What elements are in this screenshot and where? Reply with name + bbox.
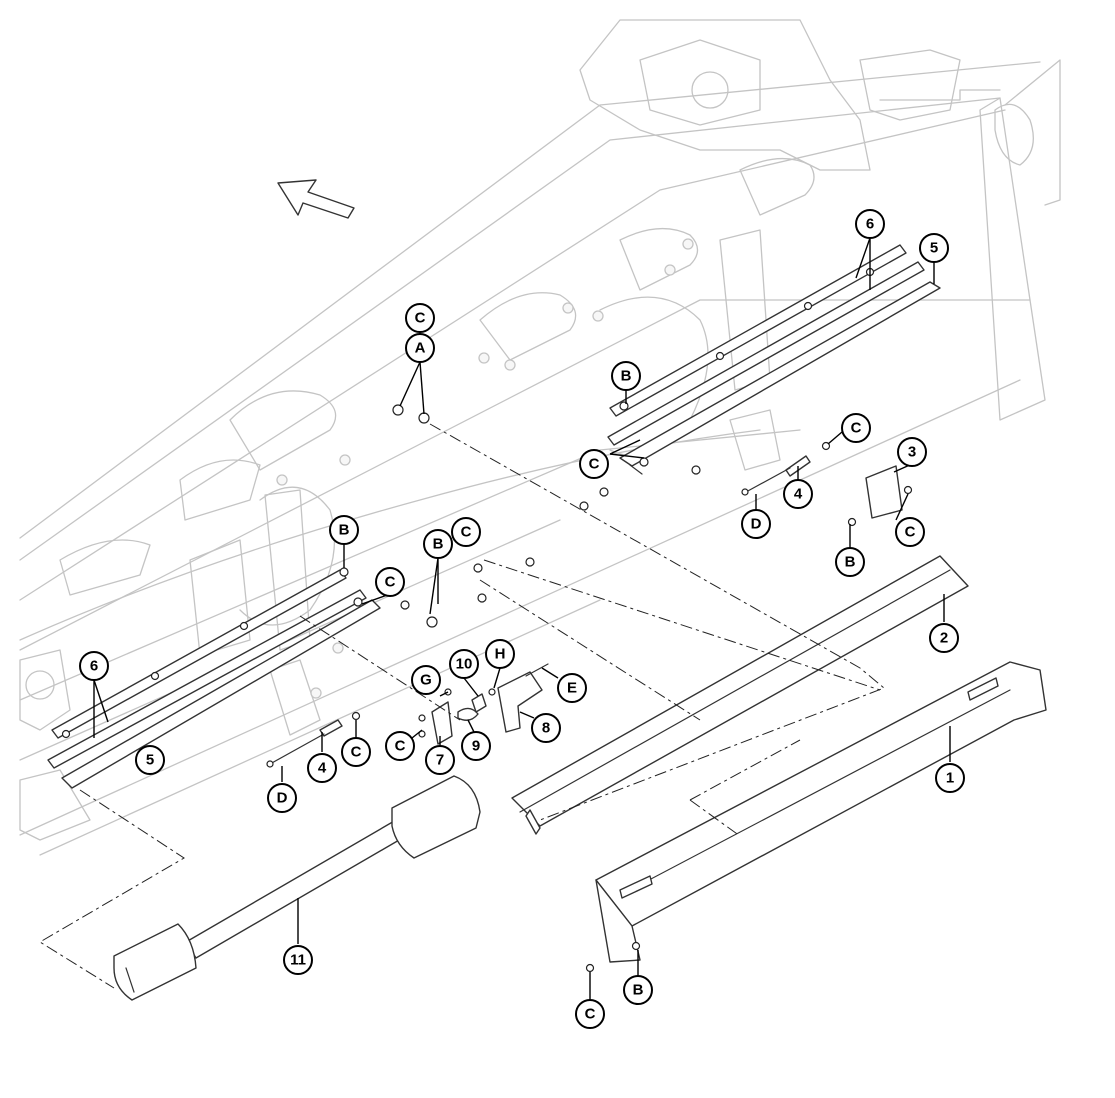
- channel-2: [511, 555, 969, 835]
- svg-text:B: B: [633, 982, 644, 999]
- callout-e: E: [557, 673, 587, 703]
- nut-c-cover: [585, 963, 595, 973]
- svg-text:E: E: [567, 680, 577, 697]
- svg-text:C: C: [461, 524, 472, 541]
- callout-8: 8: [531, 713, 561, 743]
- svg-text:C: C: [385, 574, 396, 591]
- upper-rail-5: [619, 281, 941, 475]
- nut-c-center-a: [418, 714, 426, 722]
- svg-text:5: 5: [930, 240, 938, 257]
- washer-h: [488, 688, 496, 696]
- callout-h: H: [485, 639, 515, 669]
- callout-b: B: [835, 547, 865, 577]
- svg-text:5: 5: [146, 752, 154, 769]
- callout-c: C: [405, 303, 435, 333]
- callout-b: B: [329, 515, 359, 545]
- bolt-b-bracket: [847, 517, 857, 527]
- sleeve-10: [471, 693, 487, 713]
- svg-text:C: C: [851, 420, 862, 437]
- svg-text:D: D: [751, 516, 762, 533]
- svg-text:8: 8: [542, 720, 550, 737]
- callout-c: C: [575, 999, 605, 1029]
- svg-text:C: C: [589, 456, 600, 473]
- callout-7: 7: [425, 745, 455, 775]
- callout-c: C: [375, 567, 405, 597]
- callout-b: B: [423, 529, 453, 559]
- svg-text:3: 3: [908, 444, 916, 461]
- callout-3: 3: [897, 437, 927, 467]
- callout-5: 5: [135, 745, 165, 775]
- alignment-lines: [39, 423, 885, 989]
- svg-text:C: C: [905, 524, 916, 541]
- rail-bolts: [61, 267, 875, 739]
- callout-b: B: [611, 361, 641, 391]
- callouts: C A 6 5 B C C 3 4 D C B B B C C 2 6 10 H…: [79, 209, 965, 1029]
- bolt-d-left: [266, 733, 325, 768]
- direction-arrow: [277, 179, 355, 219]
- callout-g: G: [411, 665, 441, 695]
- callout-c: C: [895, 517, 925, 547]
- callout-6: 6: [79, 651, 109, 681]
- svg-text:B: B: [621, 368, 632, 385]
- svg-text:6: 6: [90, 658, 98, 675]
- callout-11: 11: [283, 945, 313, 975]
- cover-1: [595, 661, 1047, 963]
- callout-b: B: [623, 975, 653, 1005]
- svg-text:9: 9: [472, 738, 480, 755]
- callout-d: D: [267, 783, 297, 813]
- callout-4: 4: [307, 753, 337, 783]
- bolt-d-right: [741, 467, 791, 496]
- bolt-b-cover: [631, 941, 641, 951]
- lower-rail-5: [61, 599, 381, 789]
- lower-strip-6: [47, 569, 367, 769]
- callout-4: 4: [783, 479, 813, 509]
- svg-text:B: B: [845, 554, 856, 571]
- nut-c-bracket: [903, 485, 913, 495]
- callout-c: C: [841, 413, 871, 443]
- svg-text:11: 11: [290, 952, 306, 969]
- callout-c: C: [385, 731, 415, 761]
- svg-text:4: 4: [318, 760, 327, 777]
- nut-c-right: [821, 441, 831, 451]
- svg-text:H: H: [495, 646, 506, 663]
- svg-text:C: C: [415, 310, 426, 327]
- svg-text:2: 2: [940, 630, 948, 647]
- svg-text:C: C: [395, 738, 406, 755]
- callout-c: C: [451, 517, 481, 547]
- callout-6: 6: [855, 209, 885, 239]
- svg-text:C: C: [585, 1006, 596, 1023]
- svg-text:10: 10: [456, 656, 473, 673]
- svg-text:1: 1: [946, 770, 954, 787]
- spring-9: [457, 707, 479, 721]
- scraper-8: [497, 671, 543, 733]
- bolt-e: [525, 663, 549, 677]
- svg-text:6: 6: [866, 216, 874, 233]
- callout-d: D: [741, 509, 771, 539]
- nut-c-center-b: [418, 730, 426, 738]
- callout-10: 10: [449, 649, 479, 679]
- callout-c: C: [579, 449, 609, 479]
- leader-lines: [93, 237, 951, 1000]
- svg-text:7: 7: [436, 752, 444, 769]
- callout-5: 5: [919, 233, 949, 263]
- callout-2: 2: [929, 623, 959, 653]
- svg-text:G: G: [420, 672, 432, 689]
- nut-c-left: [351, 711, 361, 721]
- callout-c: C: [341, 737, 371, 767]
- bracket-7: [431, 701, 453, 745]
- bracket-3: [865, 465, 903, 519]
- upper-strip-6: [607, 244, 925, 446]
- svg-text:A: A: [415, 340, 426, 357]
- callout-1: 1: [935, 763, 965, 793]
- driveshaft-11: [113, 775, 481, 1001]
- svg-text:C: C: [351, 744, 362, 761]
- svg-text:4: 4: [794, 486, 803, 503]
- callout-9: 9: [461, 731, 491, 761]
- callout-a: A: [405, 333, 435, 363]
- svg-text:B: B: [339, 522, 350, 539]
- svg-text:B: B: [433, 536, 444, 553]
- svg-text:D: D: [277, 790, 288, 807]
